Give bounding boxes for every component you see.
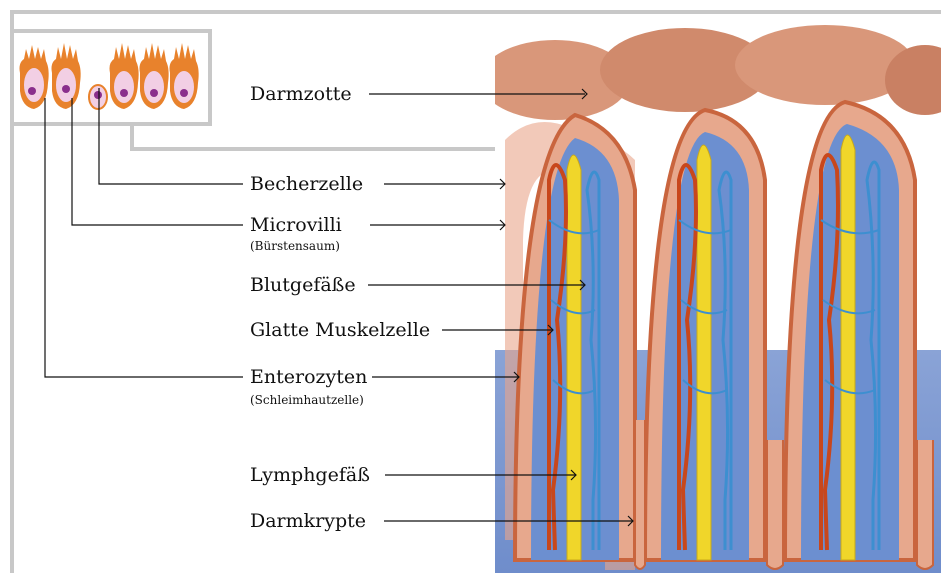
epithelium-cells-illustration [14, 33, 208, 122]
label-enterozyten: Enterozyten [250, 368, 367, 387]
enterocyte-cell [110, 43, 139, 109]
label-microvilli: Microvilli [250, 216, 342, 235]
label-darmzotte: Darmzotte [250, 85, 352, 104]
villus [505, 115, 635, 570]
enterocyte-cell [52, 43, 81, 109]
villi-illustration [495, 20, 941, 573]
enterocyte-cell [170, 43, 199, 109]
label-blutgefaesse: Blutgefäße [250, 276, 356, 295]
label-darmkrypte: Darmkrypte [250, 512, 366, 531]
label-glatte-muskelzelle: Glatte Muskelzelle [250, 321, 430, 340]
enterocyte-cell [140, 43, 169, 109]
label-lymphgefaess: Lymphgefäß [250, 466, 370, 485]
label-enterozyten-sub: (Schleimhautzelle) [250, 394, 364, 406]
label-microvilli-sub: (Bürstensaum) [250, 240, 340, 252]
goblet-cell [89, 85, 107, 109]
epithelium-inset [10, 29, 212, 126]
label-becherzelle: Becherzelle [250, 175, 363, 194]
enterocyte-cell [20, 45, 49, 109]
